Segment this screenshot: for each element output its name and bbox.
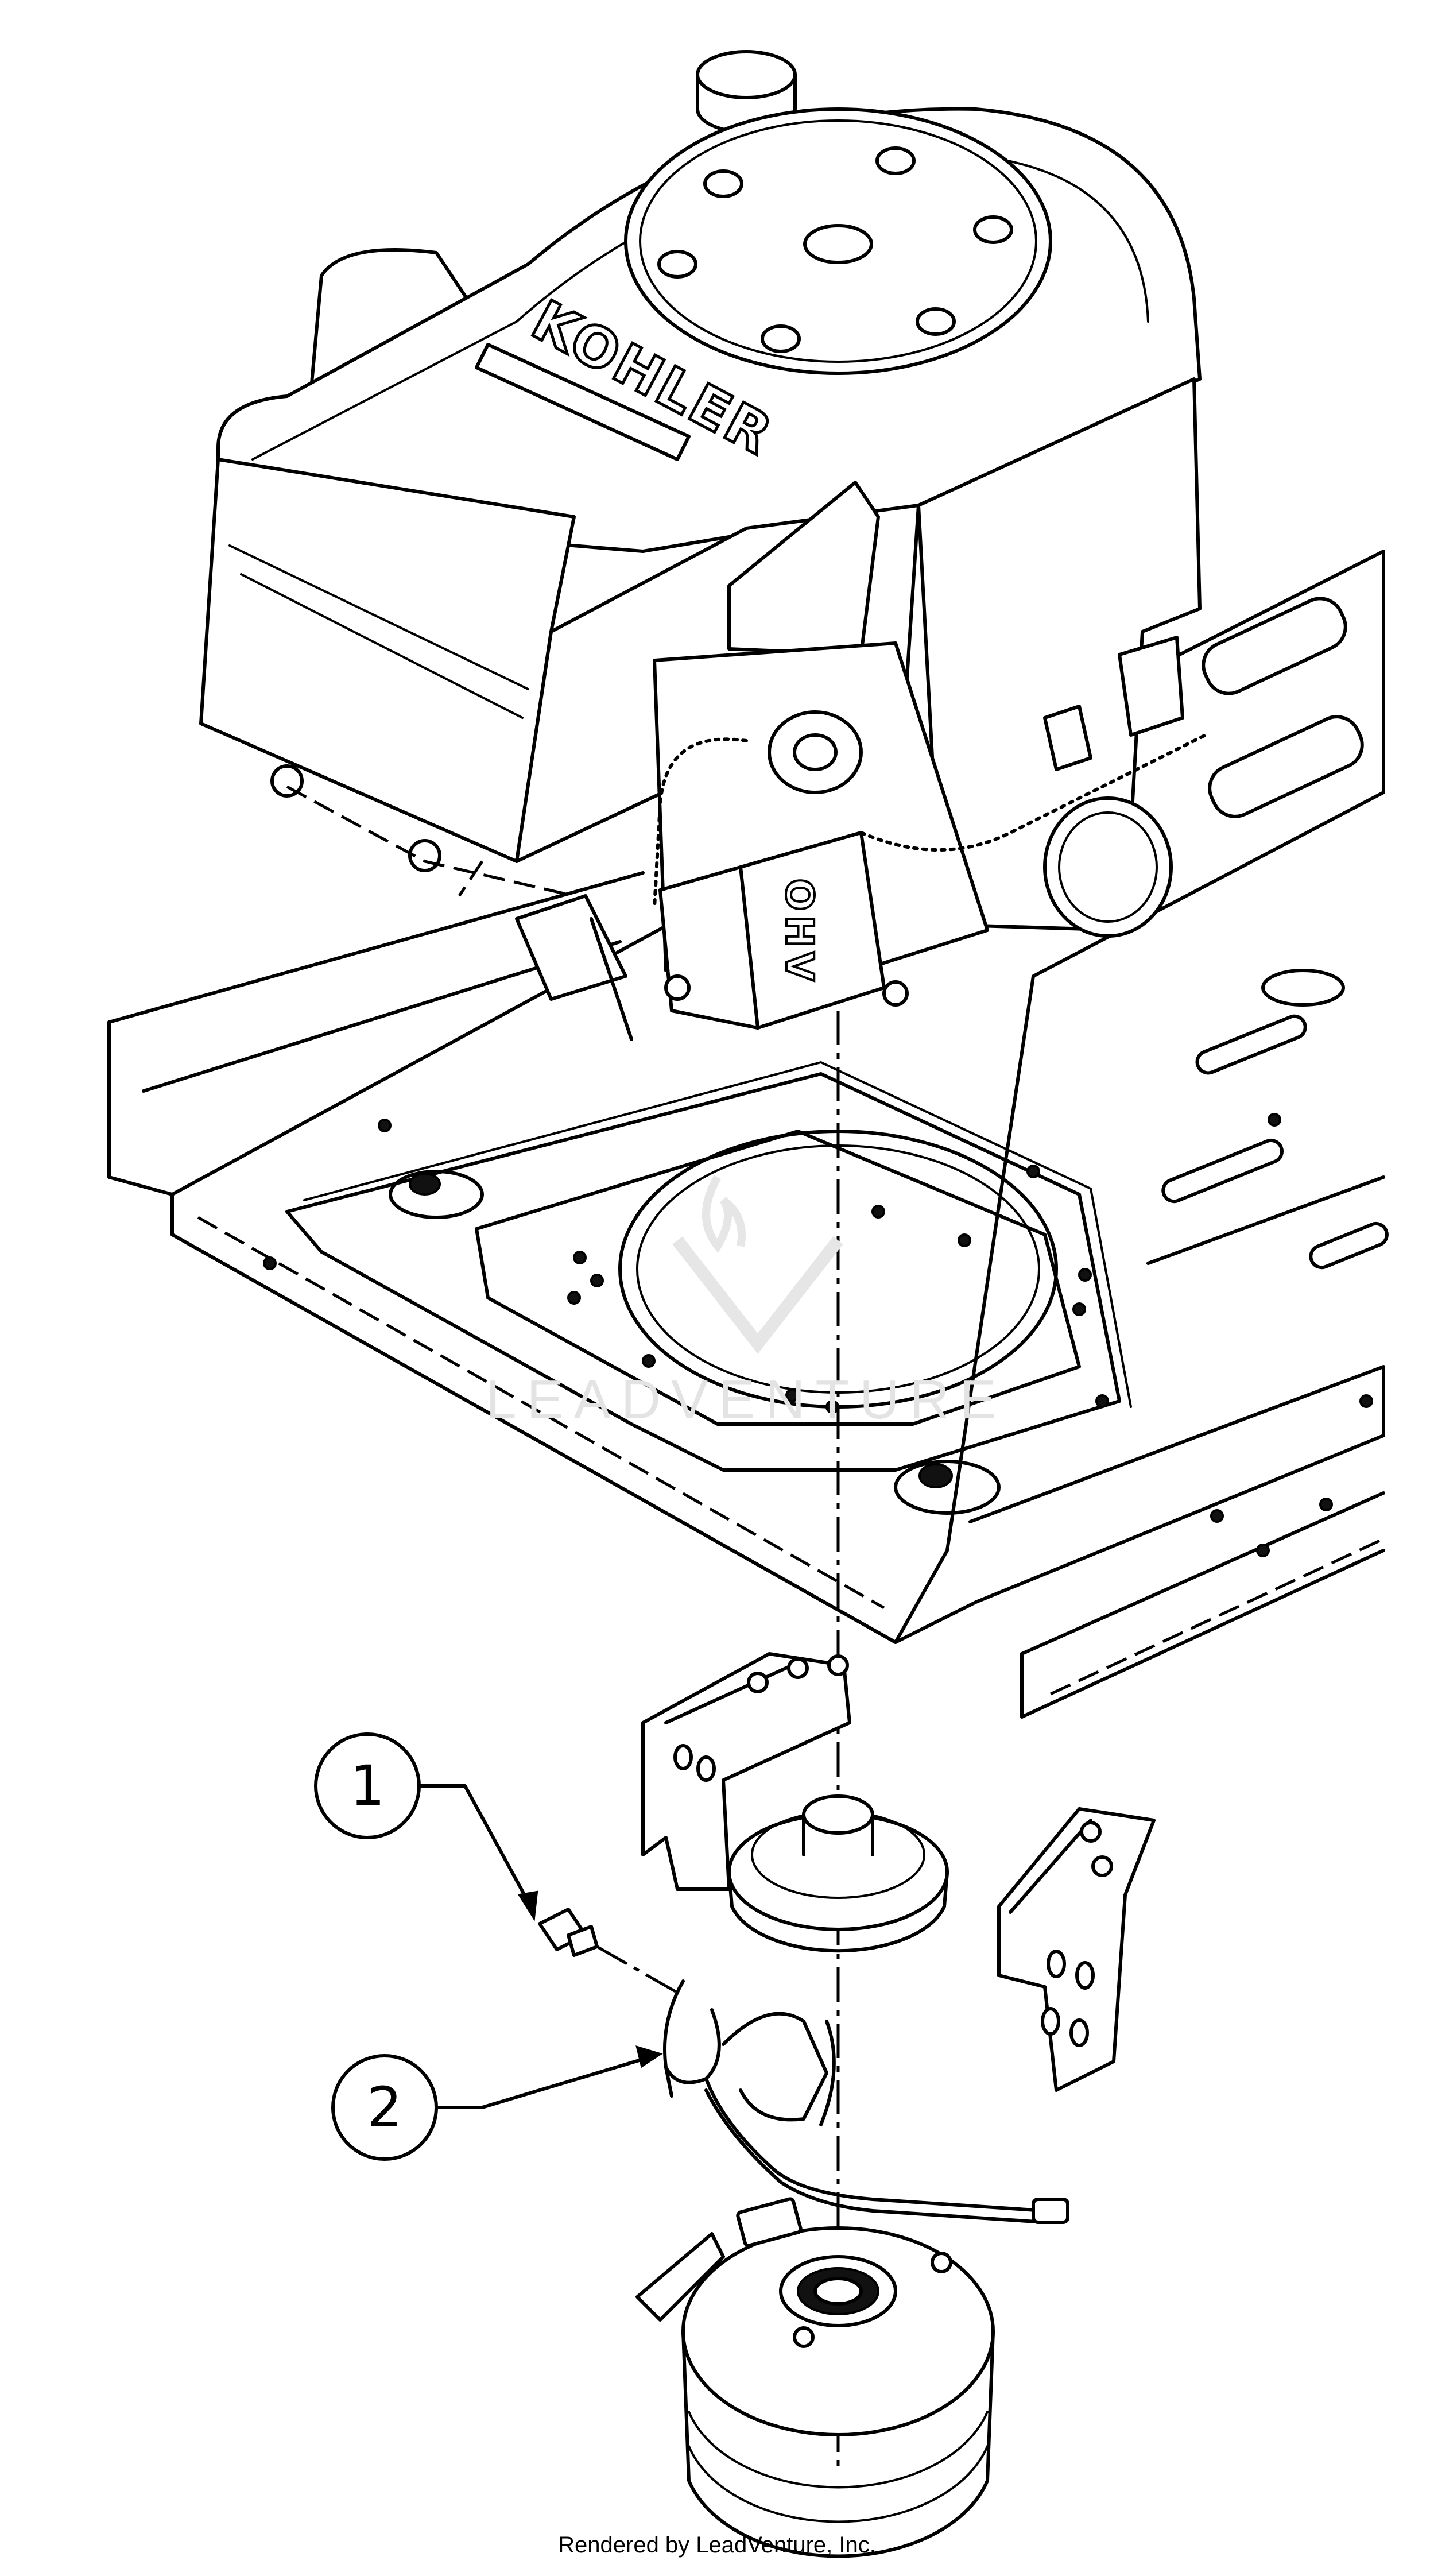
callout-2[interactable]: 2: [331, 2045, 663, 2161]
watermark: LEADVENTURE: [486, 1175, 1007, 1430]
frame-chassis: [107, 550, 1389, 1719]
electric-clutch: [635, 2197, 995, 2558]
render-credit: Rendered by LeadVenture, Inc.: [558, 2532, 876, 2558]
engine-pulley: [727, 1794, 949, 1953]
svg-text:OHV: OHV: [777, 879, 821, 985]
frame-holes: [263, 1113, 1373, 1557]
bolt-part: [538, 1908, 679, 1994]
watermark-text: LEADVENTURE: [486, 1369, 1007, 1430]
clutch-wire-harness: [663, 1979, 1069, 2224]
callout-1-number: 1: [350, 1754, 385, 1818]
callout-1[interactable]: 1: [314, 1732, 538, 1921]
clutch-brackets: [641, 1652, 1156, 2092]
engine: KOHLER OHV: [199, 50, 1207, 1041]
callout-2-number: 2: [367, 2075, 402, 2140]
